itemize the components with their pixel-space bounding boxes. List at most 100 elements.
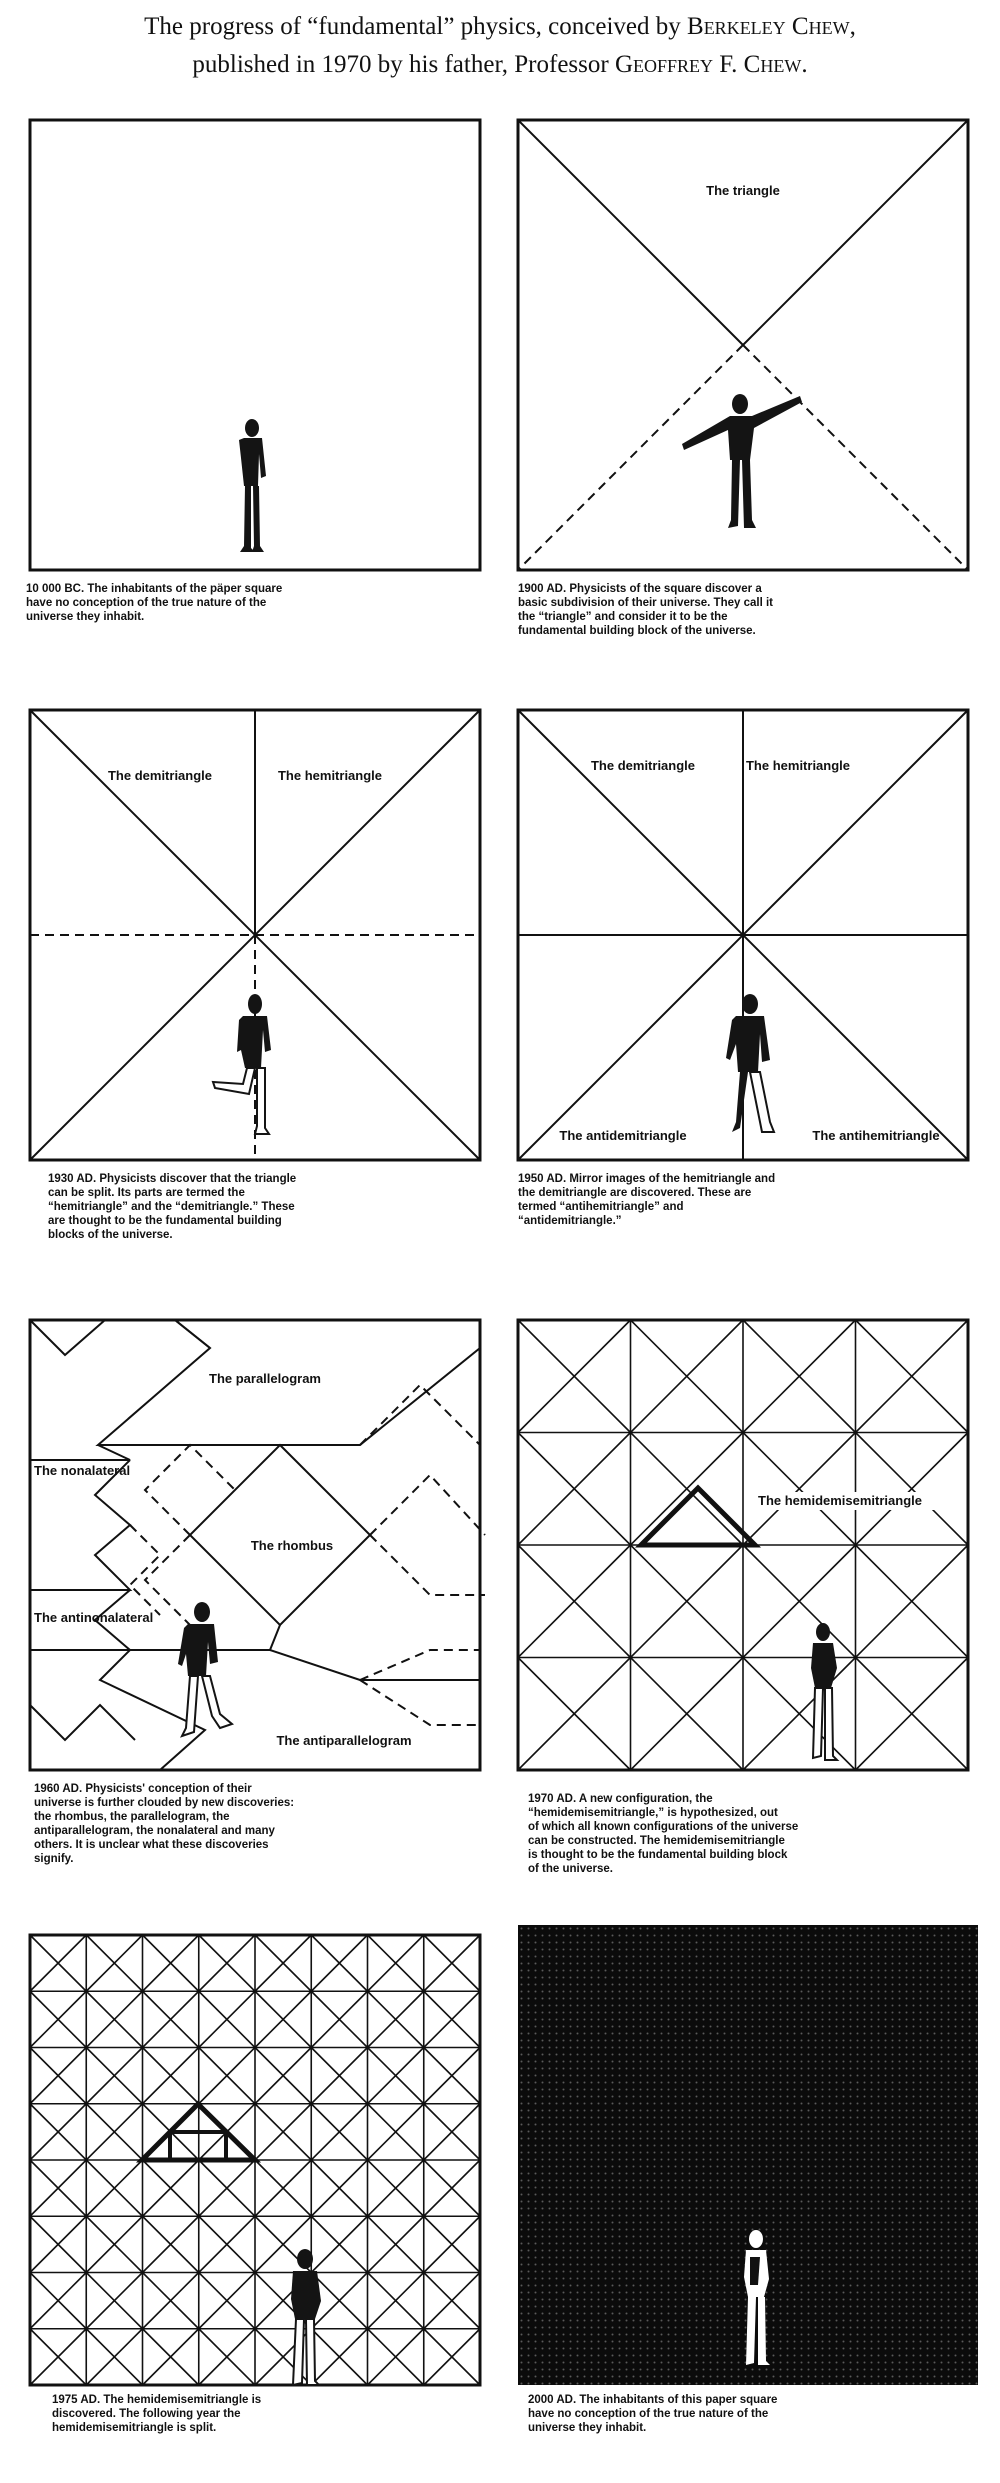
panel-1975ad-caption: 1975 AD. The hemidemisemitriangle is dis… [52,2394,262,2434]
grid-line [423,2103,481,2161]
grid-line [254,2159,312,2217]
grid-line [517,1431,632,1546]
header-text-2: published in 1970 by his father, Profess… [192,51,615,78]
header-line-2: published in 1970 by his father, Profess… [0,46,1000,84]
grid-line [85,2103,144,2161]
grid-line [254,2046,312,2105]
grid-line [85,2328,144,2386]
grid-line [310,2271,369,2330]
panel-10000bc: 10 000 BC. The inhabitants of the päper … [26,118,482,680]
grid-line [742,1544,857,1659]
grid-line [366,2159,425,2217]
label-triangle: The triangle [706,183,780,198]
grid-line [29,2103,87,2161]
grid-line [423,2046,481,2105]
father-name: Geoffrey F. Chew. [614,51,808,78]
grid-line [85,1934,144,1992]
grid-line [198,2046,256,2105]
label-nonalateral: The nonalateral [34,1463,130,1478]
grid-line [29,1990,87,2049]
panel-1930ad-caption: 1930 AD. Physicists discover that the tr… [48,1173,297,1241]
grid-line [366,2328,425,2386]
grid-line [742,1431,857,1546]
grid-line [854,1656,969,1771]
physicist-figure [811,1623,840,1761]
panel-1900ad-caption: 1900 AD. Physicists of the square discov… [518,583,773,637]
panel-1950ad-caption: 1950 AD. Mirror images of the hemitriang… [518,1173,776,1227]
grid-line [854,1319,969,1434]
panel-10000bc-caption: 10 000 BC. The inhabitants of the päper … [26,583,283,623]
label-hemitriangle: The hemitriangle [278,768,382,783]
author-name: Berkeley Chew, [687,13,856,40]
grid-line [854,1544,969,1659]
panel-1970ad: The hemidemisemitriangle 1970 AD. A new … [516,1318,970,1930]
grid-line [85,2215,144,2274]
page-header: The progress of “fundamental” physics, c… [0,8,1000,84]
label-demitriangle: The demitriangle [591,758,695,773]
grid-line [310,1990,369,2049]
grid-line [423,2215,481,2274]
grid-line [366,2046,425,2105]
panel-2000ad-caption: 2000 AD. The inhabitants of this paper s… [528,2394,778,2434]
panel-1960ad-diagram: The parallelogram The nonalateral The rh… [28,1318,486,1772]
fine-triangle-grid [29,1934,481,2386]
grid-line [254,1934,312,1992]
panel-2000ad-diagram [518,1925,978,2385]
inhabitant-figure [744,2230,770,2365]
grid-line [310,2046,369,2105]
grid-line [198,1934,256,1992]
grid-line [629,1319,744,1434]
grid-line [198,2328,256,2386]
panel-1930ad: The demitriangle The hemitriangle 1930 A… [28,708,482,1290]
grid-line [854,1431,969,1546]
grid-line [85,1990,144,2049]
diagonal-line [517,119,744,346]
grid-line [629,1431,744,1546]
grid-line [141,2271,200,2330]
grid-line [85,2271,144,2330]
zigzag-edge [29,1319,106,1357]
zigzag-edge [29,1703,136,1742]
grid-line [29,1934,87,1992]
grid-line [141,2159,200,2217]
inhabitant-figure [239,419,266,552]
grid-line [366,2271,425,2330]
grid-line [366,2215,425,2274]
header-text-1: The progress of “fundamental” physics, c… [144,13,688,40]
grid-line [198,2159,256,2217]
panel-1970ad-diagram: The hemidemisemitriangle [516,1318,970,1772]
grid-line [310,2215,369,2274]
grid-line [423,2328,481,2386]
grid-line [629,1656,744,1771]
grid-line [366,2103,425,2161]
grid-line [517,1319,632,1434]
grid-line [517,1656,632,1771]
grid-line [254,2103,312,2161]
header-line-1: The progress of “fundamental” physics, c… [0,8,1000,46]
grid-line [29,2271,87,2330]
physicist-figure [211,994,271,1135]
panel-1960ad: The parallelogram The nonalateral The rh… [28,1318,490,1930]
grid-line [310,1934,369,1992]
antiparallelogram-shape [98,1649,481,1771]
grid-line [742,1319,857,1434]
square-frame [28,118,482,572]
grid-line [423,2271,481,2330]
diagonal-line [742,119,969,346]
grid-line [423,1990,481,2049]
label-demitriangle: The demitriangle [108,768,212,783]
grid-line [366,1990,425,2049]
grid-line [310,2328,369,2386]
grid-line [310,2103,369,2161]
label-antihemitriangle: The antihemitriangle [812,1128,939,1143]
panel-1960ad-caption: 1960 AD. Physicists' conception of their… [34,1783,295,1865]
label-antiparallelogram: The antiparallelogram [276,1733,411,1748]
grid-line [85,2046,144,2105]
panel-1900ad: The triangle 1900 AD. Physicists of the … [516,118,970,680]
physicist-figure [291,2249,322,2387]
label-hemitriangle: The hemitriangle [746,758,850,773]
grid-line [198,1990,256,2049]
grid-line [254,1990,312,2049]
grid-line [310,2159,369,2217]
panel-1930ad-diagram: The demitriangle The hemitriangle [28,708,482,1162]
